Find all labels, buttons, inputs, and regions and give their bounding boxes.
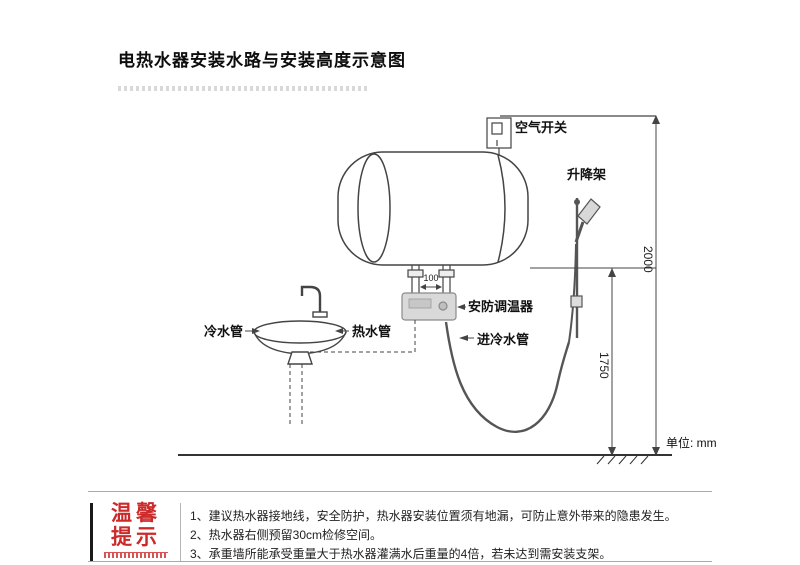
stamp-fine-print [104, 552, 168, 558]
concealed-pipes [289, 320, 416, 426]
unit-label: 单位: mm [666, 436, 717, 450]
shower-hose [444, 321, 571, 433]
tip-item-3: 3、承重墙所能承受重量大于热水器灌满水后重量的4倍，若未达到需安装支架。 [190, 547, 612, 561]
thermostat-box [401, 292, 457, 321]
stamp-left-bar [90, 503, 93, 561]
air-switch-icon [486, 117, 512, 156]
stamp-line1: 温馨 [111, 502, 161, 525]
heater-outlet-pipes [407, 265, 455, 293]
cold-inlet-label: 进冷水管 [477, 332, 530, 347]
cold-pipe-label: 冷水管 [204, 324, 244, 339]
ground-line [178, 454, 672, 465]
cold-inlet-arrow [459, 335, 474, 341]
tips-list: 1、建议热水器接地线，安全防护，热水器安装位置须有地漏，可防止意外带来的隐患发生… [190, 507, 705, 564]
thermostat-arrow [457, 304, 466, 310]
dimension-1750: 1750 [597, 352, 611, 379]
lift-rack-label: 升降架 [567, 167, 607, 182]
air-switch-label: 空气开关 [515, 120, 568, 135]
tips-divider [180, 503, 181, 561]
shower-hose-upper [568, 243, 577, 343]
warm-tips-stamp: 温馨 提示 [98, 502, 174, 562]
dimension-lines [530, 115, 660, 456]
water-heater-tank [337, 151, 529, 266]
dimension-100: 100 [423, 273, 439, 283]
page-title: 电热水器安装水路与安装高度示意图 [118, 51, 406, 70]
fine-print-line [118, 86, 368, 91]
dimension-2000: 2000 [641, 246, 655, 273]
tips-top-divider [88, 491, 712, 492]
thermostat-label: 安防调温器 [468, 299, 534, 314]
hot-pipe-label: 热水管 [352, 324, 392, 339]
stamp-line2: 提示 [111, 526, 161, 549]
cold-pipe-arrow [245, 328, 260, 334]
tips-bottom-divider [88, 561, 712, 562]
tip-item-2: 2、热水器右侧预留30cm检修空间。 [190, 528, 383, 542]
hot-pipe-arrow [335, 328, 349, 334]
tip-item-1: 1、建议热水器接地线，安全防护，热水器安装位置须有地漏，可防止意外带来的隐患发生… [190, 509, 677, 523]
